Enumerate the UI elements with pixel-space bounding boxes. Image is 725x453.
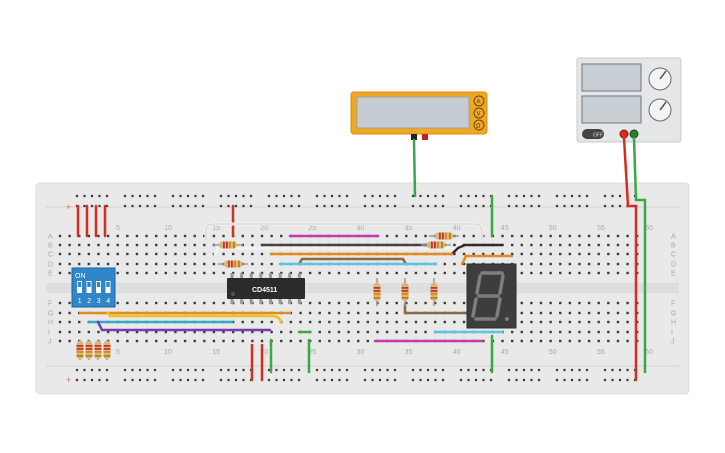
resistor[interactable] [430,278,438,306]
column-number-top: 20 [260,225,268,232]
row-label-left: D [48,262,53,269]
row-label-right: E [671,271,676,278]
dip-toggle-number: 4 [106,298,110,305]
resistor[interactable] [85,340,93,360]
row-label-right: B [671,243,676,250]
wire-orange-display[interactable] [460,254,514,266]
column-number-top: 45 [501,225,509,232]
column-number-bottom: 10 [164,349,172,356]
column-number-bottom: 40 [453,349,461,356]
wire-dark-display[interactable] [450,243,504,256]
column-number-top: 15 [212,225,220,232]
column-number-top: 10 [164,225,172,232]
column-number-bottom: 15 [212,349,220,356]
row-label-left: G [48,311,53,318]
wire-brown-1[interactable] [297,257,408,266]
column-number-bottom: 50 [549,349,557,356]
column-number-bottom: 5 [116,349,120,356]
column-number-top: 35 [405,225,413,232]
row-label-left: C [48,252,53,259]
resistor[interactable] [421,241,451,249]
row-label-right: I [671,330,673,337]
resistor[interactable] [401,278,409,306]
seven-segment-display[interactable] [466,263,517,329]
wire-supply-green[interactable] [632,136,647,374]
breadboard [35,182,690,395]
row-label-left: I [48,330,50,337]
wire-white-arc-2[interactable] [213,238,461,256]
multimeter-button-ohm[interactable] [473,119,485,131]
column-number-bottom: 20 [260,349,268,356]
column-number-top: 40 [453,225,461,232]
dip-toggle-number: 3 [97,298,101,305]
multimeter-button-v-label: V [477,112,481,118]
row-label-left: F [48,301,52,308]
multimeter[interactable]: A V Ω [350,91,488,140]
column-labels: 5510101515202025253030353540404545505055… [116,225,653,356]
resistor[interactable] [94,340,102,360]
power-supply[interactable]: OFF [576,57,682,143]
column-number-top: 30 [357,225,365,232]
resistor[interactable] [373,278,381,306]
column-number-top: 5 [116,225,120,232]
row-label-right: F [671,301,675,308]
multimeter-probe-black[interactable] [411,134,417,140]
power-supply-screen-bottom [581,95,642,124]
dip-toggle-number: 2 [87,298,91,305]
row-label-right: A [671,234,676,241]
power-supply-switch[interactable] [582,129,604,139]
wire-multimeter-green[interactable] [412,138,417,198]
column-number-top: 55 [597,225,605,232]
rail-plus-top: + [66,202,71,212]
multimeter-screen [356,96,470,129]
column-number-bottom: 45 [501,349,509,356]
column-number-top: 60 [645,225,653,232]
resistor[interactable] [429,232,459,240]
resistor[interactable] [218,260,248,268]
column-number-bottom: 55 [597,349,605,356]
power-supply-screen-top [581,63,642,92]
row-label-left: J [48,339,52,346]
row-label-right: H [671,320,676,327]
wire-supply-red[interactable] [622,136,638,382]
column-number-bottom: 60 [645,349,653,356]
wire-yellow-left[interactable] [106,311,283,325]
multimeter-probe-red[interactable] [422,134,428,140]
multimeter-button-a-label: A [477,100,481,106]
wire-brown-display[interactable] [403,302,472,315]
multimeter-button-ohm-label: Ω [476,124,481,130]
row-label-right: G [671,311,676,318]
wire-purple-left[interactable] [96,320,272,332]
resistor[interactable] [76,340,84,360]
dip-switch-on-label: ON [75,273,86,280]
row-label-left: E [48,271,53,278]
column-number-bottom: 25 [308,349,316,356]
column-number-top: 50 [549,225,557,232]
row-label-left: A [48,234,53,241]
row-label-left: B [48,243,53,250]
cd4511-chip[interactable]: CD4511 [227,273,305,304]
row-label-right: J [671,339,675,346]
column-number-bottom: 30 [357,349,365,356]
multimeter-button-a[interactable] [473,95,485,107]
row-label-right: C [671,252,676,259]
rail-plus-bottom: + [66,375,71,385]
chip-label: CD4511 [252,287,277,294]
row-label-right: D [671,262,676,269]
resistor[interactable] [103,340,111,360]
resistor[interactable] [213,241,243,249]
power-supply-switch-label: OFF [593,133,603,139]
wires [76,136,647,382]
seven-segment-digit [471,271,505,321]
multimeter-button-v[interactable] [473,107,485,119]
column-number-top: 25 [308,225,316,232]
column-number-bottom: 35 [405,349,413,356]
row-label-left: H [48,320,53,327]
dip-toggle-number: 1 [78,298,82,305]
resistors [76,232,459,360]
